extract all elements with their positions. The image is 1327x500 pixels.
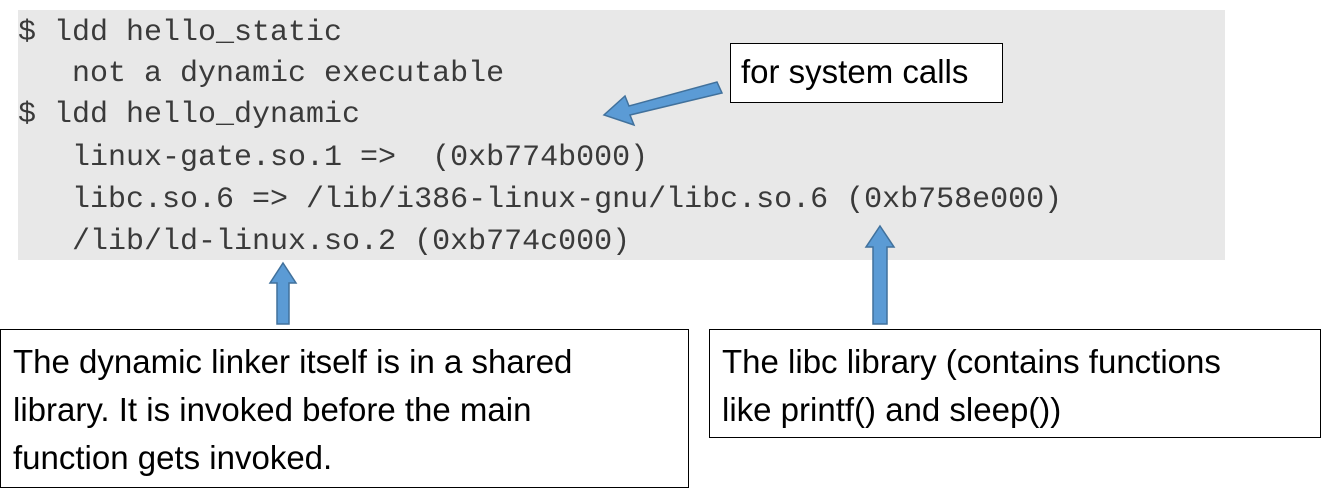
terminal-output: $ ldd hello_static not a dynamic executa… <box>18 10 1225 260</box>
callout-linker-line: library. It is invoked before the main <box>13 391 532 428</box>
callout-linker-line: function gets invoked. <box>13 439 333 476</box>
callout-linker-line: The dynamic linker itself is in a shared <box>13 343 573 380</box>
terminal-line: libc.so.6 => /lib/i386-linux-gnu/libc.so… <box>18 183 1063 217</box>
terminal-line: $ ldd hello_dynamic <box>18 98 361 132</box>
callout-libc-line: The libc library (contains functions <box>722 343 1221 380</box>
terminal-line: $ ldd hello_static <box>18 16 343 50</box>
callout-system-calls: for system calls <box>730 43 1003 103</box>
arrow-up-to-ld-linux <box>268 261 298 325</box>
terminal-line: not a dynamic executable <box>18 57 505 91</box>
callout-dynamic-linker: The dynamic linker itself is in a shared… <box>0 329 689 488</box>
terminal-line: linux-gate.so.1 => (0xb774b000) <box>18 141 649 175</box>
terminal-line: /lib/ld-linux.so.2 (0xb774c000) <box>18 225 631 259</box>
callout-system-calls-text: for system calls <box>741 53 969 90</box>
callout-libc-library: The libc library (contains functions lik… <box>709 329 1321 438</box>
callout-libc-line: like printf() and sleep()) <box>722 391 1062 428</box>
arrow-to-linux-gate <box>602 81 724 127</box>
arrow-up-to-libc <box>864 224 896 325</box>
